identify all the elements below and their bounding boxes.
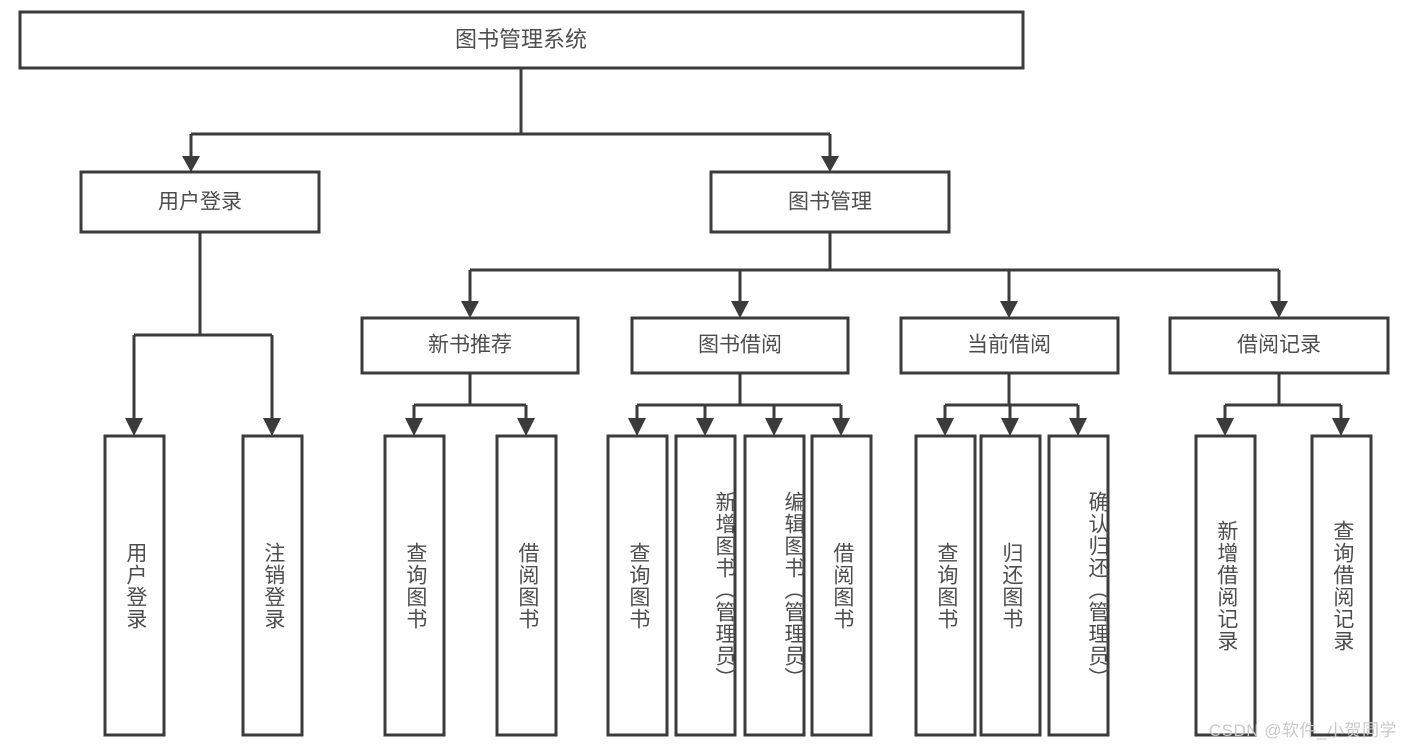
leaf-box-query-book-1[interactable] [383,434,446,737]
leaf-box-user-login[interactable] [103,434,166,737]
leaf-box-query-book-3[interactable] [914,434,977,737]
arrowhead-leaf-borrow-book-2 [832,418,850,436]
leaf-box-borrow-book-1[interactable] [495,434,558,737]
node-user-login-box[interactable] [79,170,321,234]
arrowhead-leaf-query-book-1 [405,418,423,436]
connector-group-user-login [125,232,281,436]
node-new-book-recommend-box[interactable] [360,316,580,375]
leaf-box-query-book-2[interactable] [606,434,669,737]
node-borrow-record-box[interactable] [1168,316,1390,375]
arrowhead-book-borrow [731,301,749,318]
arrowhead-leaf-return-book [1001,418,1019,436]
leaf-box-edit-book[interactable] [743,434,806,737]
arrowhead-current-borrow [1000,301,1018,318]
node-new-book-recommend[interactable]: 新书推荐 [360,316,580,375]
node-book-management-box[interactable] [709,170,951,234]
arrowhead-leaf-query-book-3 [936,418,954,436]
node-borrow-record-label: 借阅记录 [1237,334,1321,357]
node-new-book-recommend-label: 新书推荐 [428,334,512,357]
node-root[interactable]: 图书管理系统 [18,10,1025,70]
node-root-label: 图书管理系统 [455,27,587,52]
csdn-watermark: CSDN @软件_小贺同学 [1208,721,1397,740]
node-current-borrow[interactable]: 当前借阅 [899,316,1120,375]
leaf-box-borrow-book-2[interactable] [810,434,873,737]
node-book-management[interactable]: 图书管理 [709,170,951,234]
arrowhead-user-login [182,156,200,172]
node-user-login-label: 用户登录 [158,191,242,214]
node-current-borrow-label: 当前借阅 [967,334,1051,357]
arrowhead-leaf-add-book [696,418,714,436]
arrowhead-leaf-confirm-return [1069,418,1087,436]
node-current-borrow-box[interactable] [899,316,1120,375]
leaf-box-return-book[interactable] [979,434,1042,737]
node-user-login[interactable]: 用户登录 [79,170,321,234]
leaf-box-confirm-return[interactable] [1047,434,1110,737]
connector-group-current-borrow [936,373,1087,436]
leaf-box-add-book[interactable] [674,434,737,737]
leaf-box-query-record[interactable] [1310,434,1373,737]
connector-group-root [182,68,839,172]
node-borrow-record[interactable]: 借阅记录 [1168,316,1390,375]
arrowhead-leaf-edit-book [765,418,783,436]
node-root-box[interactable] [18,10,1025,70]
node-book-borrow-label: 图书借阅 [698,334,782,357]
arrowhead-leaf-user-login [125,418,143,436]
arrowhead-leaf-query-record [1332,418,1350,436]
arrowhead-leaf-borrow-book-1 [517,418,535,436]
node-book-borrow[interactable]: 图书借阅 [630,316,850,375]
arrowhead-leaf-logout-login [263,418,281,436]
arrowhead-leaf-query-book-2 [628,418,646,436]
node-book-management-label: 图书管理 [788,191,872,214]
arrowhead-book-management [821,156,839,172]
connector-group-new-book-recommend [405,373,535,436]
node-book-borrow-box[interactable] [630,316,850,375]
connector-group-book-borrow [628,373,850,436]
leaf-box-add-record[interactable] [1194,434,1257,737]
leaf-box-logout-login[interactable] [241,434,304,737]
connector-group-book-management [461,232,1288,318]
arrowhead-new-book-recommend [461,301,479,318]
connector-group-borrow-record [1216,373,1350,436]
arrowhead-leaf-add-record [1216,418,1234,436]
arrowhead-borrow-record [1270,301,1288,318]
